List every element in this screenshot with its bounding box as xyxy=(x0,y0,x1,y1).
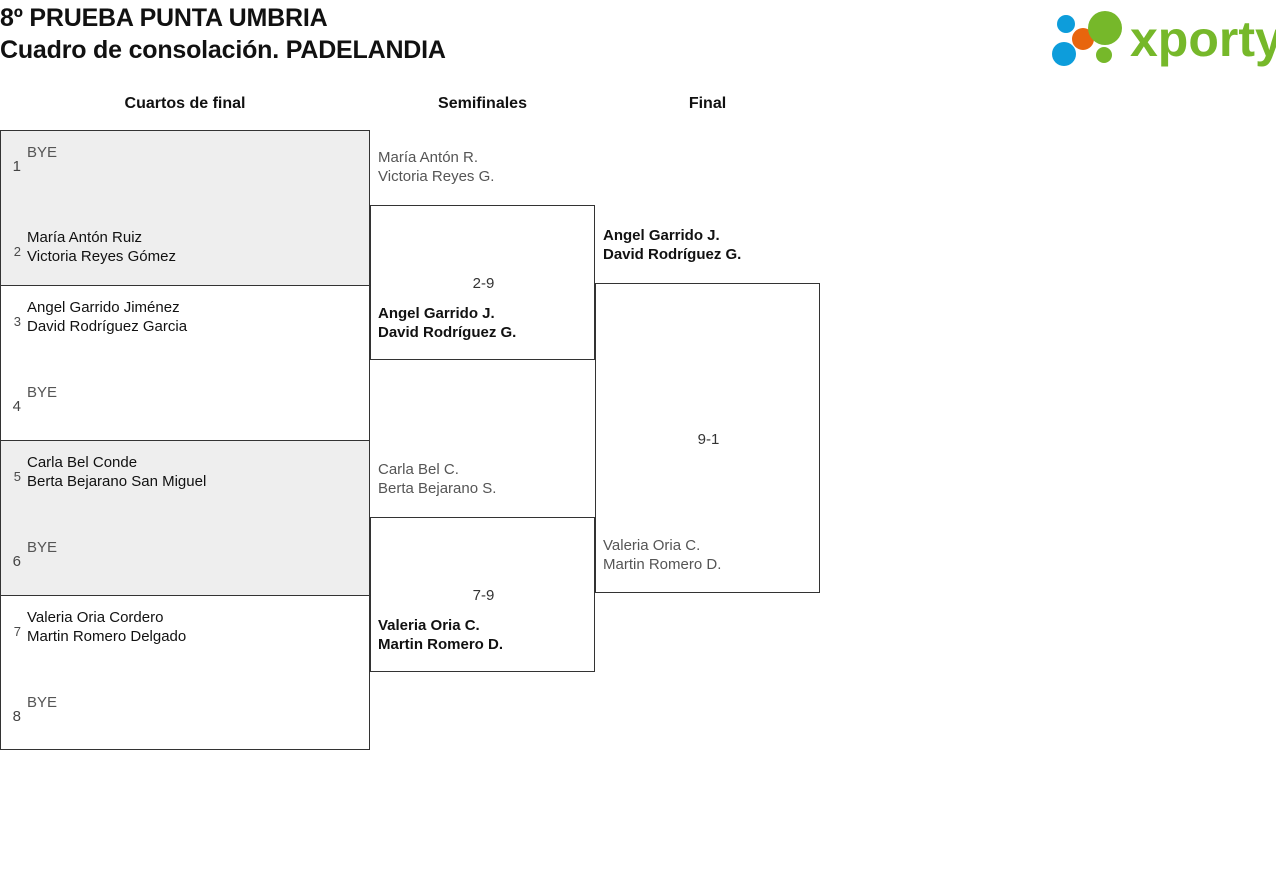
logo-dot-green-large xyxy=(1088,11,1122,45)
seed-number: 5 xyxy=(13,468,21,484)
column-header-final: Final xyxy=(688,95,727,112)
player-pair: BYE xyxy=(27,144,58,161)
xporty-logo[interactable]: xporty xyxy=(1048,6,1276,68)
final-match[interactable]: 9-1 xyxy=(595,283,820,593)
column-header-quarterfinals: Cuartos de final xyxy=(124,95,246,112)
sf1-loser-pair: María Antón R. Victoria Reyes G. xyxy=(378,149,495,185)
qf-slot-2[interactable]: 2 María Antón Ruiz Victoria Reyes Gómez xyxy=(1,228,371,274)
seed-number: 8 xyxy=(12,707,21,725)
sf1-score: 2-9 xyxy=(472,275,495,292)
qf-match-2[interactable]: 3 Angel Garrido Jiménez David Rodríguez … xyxy=(0,285,370,440)
sf-match-1[interactable]: 2-9 xyxy=(370,205,595,360)
column-header-semifinals: Semifinales xyxy=(438,95,527,112)
sf2-loser-pair: Carla Bel C. Berta Bejarano S. xyxy=(378,461,497,497)
tournament-name: 8º PRUEBA PUNTA UMBRIA xyxy=(0,4,328,32)
player-pair: Angel Garrido Jiménez David Rodríguez Ga… xyxy=(27,299,188,335)
qf-slot-7[interactable]: 7 Valeria Oria Cordero Martin Romero Del… xyxy=(1,608,371,654)
page-title: 8º PRUEBA PUNTA UMBRIA Cuadro de consola… xyxy=(0,2,900,66)
tournament-subtitle: Cuadro de consolación. PADELANDIA xyxy=(0,36,446,64)
sf2-winner-pair: Valeria Oria C. Martin Romero D. xyxy=(378,617,504,653)
qf-slot-3[interactable]: 3 Angel Garrido Jiménez David Rodríguez … xyxy=(1,298,371,344)
player-pair: BYE xyxy=(27,384,58,401)
logo-dot-blue-bottom xyxy=(1052,42,1076,66)
qf-match-1[interactable]: 1 BYE 2 María Antón Ruiz Victoria Reyes … xyxy=(0,130,370,285)
seed-number: 3 xyxy=(13,313,21,329)
sf2-score: 7-9 xyxy=(472,587,495,604)
bracket-grid: 1 BYE 2 María Antón Ruiz Victoria Reyes … xyxy=(0,130,1280,770)
player-pair: Valeria Oria Cordero Martin Romero Delga… xyxy=(27,609,187,645)
qf-slot-1[interactable]: 1 BYE xyxy=(1,143,371,189)
qf-match-4[interactable]: 7 Valeria Oria Cordero Martin Romero Del… xyxy=(0,595,370,750)
player-pair: Carla Bel Conde Berta Bejarano San Migue… xyxy=(27,454,207,490)
player-pair: BYE xyxy=(27,539,58,556)
logo-dot-green-small xyxy=(1096,47,1112,63)
final-loser-pair: Valeria Oria C. Martin Romero D. xyxy=(603,537,722,573)
sf-match-2[interactable]: 7-9 xyxy=(370,517,595,672)
logo-dot-blue-top xyxy=(1057,15,1075,33)
player-pair: BYE xyxy=(27,694,58,711)
qf-slot-6[interactable]: 6 BYE xyxy=(1,538,371,584)
seed-number: 7 xyxy=(13,623,21,639)
logo-wordmark: xporty xyxy=(1130,11,1276,67)
final-score: 9-1 xyxy=(697,430,720,448)
qf-slot-4[interactable]: 4 BYE xyxy=(1,383,371,429)
seed-number: 6 xyxy=(12,552,21,570)
qf-slot-5[interactable]: 5 Carla Bel Conde Berta Bejarano San Mig… xyxy=(1,453,371,499)
qf-slot-8[interactable]: 8 BYE xyxy=(1,693,371,739)
seed-number: 1 xyxy=(12,157,21,175)
player-pair: María Antón Ruiz Victoria Reyes Gómez xyxy=(27,229,176,265)
sf1-winner-pair: Angel Garrido J. David Rodríguez G. xyxy=(378,305,517,341)
seed-number: 2 xyxy=(13,243,21,259)
seed-number: 4 xyxy=(12,397,21,415)
qf-match-3[interactable]: 5 Carla Bel Conde Berta Bejarano San Mig… xyxy=(0,440,370,595)
final-winner-pair: Angel Garrido J. David Rodríguez G. xyxy=(603,227,742,263)
logo-dot-orange xyxy=(1072,28,1094,50)
